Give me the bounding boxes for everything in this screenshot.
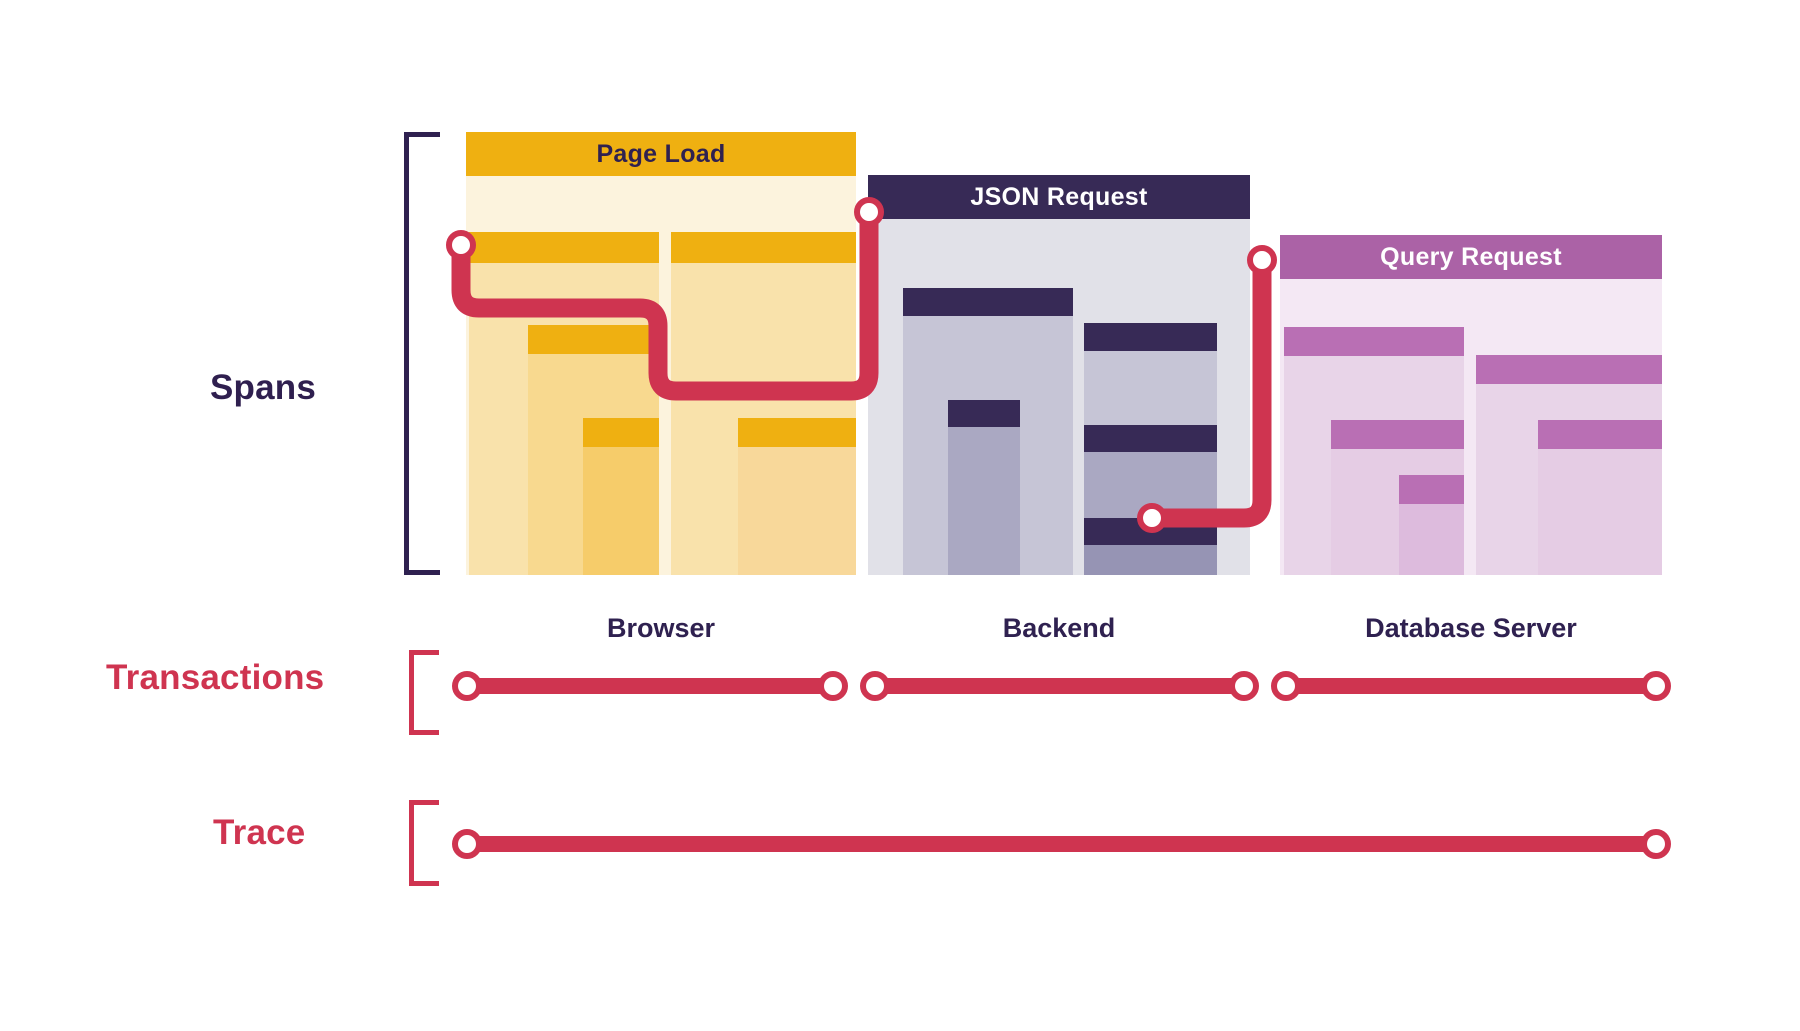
browser-span-4-cap xyxy=(671,232,856,263)
backend-span-1-cap xyxy=(903,288,1073,316)
column-caption-backend: Backend xyxy=(1002,613,1116,643)
database-group-header-label: Query Request xyxy=(1380,242,1562,271)
transaction-node-database-start[interactable] xyxy=(1271,671,1301,701)
bracket-trace xyxy=(409,800,439,886)
transaction-node-browser-end[interactable] xyxy=(818,671,848,701)
span-group-browser: Page Load xyxy=(466,132,856,575)
transaction-node-backend-end[interactable] xyxy=(1229,671,1259,701)
browser-span-1-cap xyxy=(469,232,659,263)
column-caption-database: Database Server xyxy=(1365,613,1577,643)
connector-node-backend-exit[interactable] xyxy=(1137,503,1167,533)
bracket-transactions xyxy=(409,650,439,735)
database-span-3-cap xyxy=(1399,475,1464,504)
browser-span-3-cap xyxy=(583,418,659,447)
trace-node-start[interactable] xyxy=(452,829,482,859)
transaction-segment-database[interactable] xyxy=(1283,678,1663,694)
transaction-segment-browser[interactable] xyxy=(460,678,840,694)
backend-span-2-cap xyxy=(948,400,1020,427)
backend-group-header[interactable]: JSON Request xyxy=(868,175,1250,219)
span-group-database: Query Request xyxy=(1280,235,1662,575)
transaction-node-browser-start[interactable] xyxy=(452,671,482,701)
browser-group-header-label: Page Load xyxy=(596,139,726,168)
span-group-backend: JSON Request xyxy=(868,175,1250,575)
backend-group-header-label: JSON Request xyxy=(970,182,1148,211)
backend-span-4-cap xyxy=(1084,425,1217,452)
browser-group-header[interactable]: Page Load xyxy=(466,132,856,176)
database-span-5-cap xyxy=(1538,420,1662,449)
browser-span-5-cap xyxy=(738,418,856,447)
transaction-node-backend-start[interactable] xyxy=(860,671,890,701)
transaction-node-database-end[interactable] xyxy=(1641,671,1671,701)
database-span-4-cap xyxy=(1476,355,1662,384)
browser-span-5[interactable] xyxy=(738,418,856,575)
row-label-spans: Spans xyxy=(210,368,317,407)
database-span-2-cap xyxy=(1331,420,1464,449)
bracket-spans xyxy=(404,132,440,575)
backend-span-3-cap xyxy=(1084,323,1217,351)
connector-node-browser-start[interactable] xyxy=(446,230,476,260)
trace-node-end[interactable] xyxy=(1641,829,1671,859)
database-group-header[interactable]: Query Request xyxy=(1280,235,1662,279)
row-label-transactions: Transactions xyxy=(106,658,325,697)
backend-span-2[interactable] xyxy=(948,400,1020,575)
row-label-trace: Trace xyxy=(213,813,306,852)
database-span-5[interactable] xyxy=(1538,420,1662,575)
browser-span-3[interactable] xyxy=(583,418,659,575)
trace-segment[interactable] xyxy=(460,836,1656,852)
browser-span-2-cap xyxy=(528,325,659,354)
database-span-3[interactable] xyxy=(1399,475,1464,575)
transaction-segment-backend[interactable] xyxy=(873,678,1251,694)
database-span-1-cap xyxy=(1284,327,1464,356)
connector-node-database-entry[interactable] xyxy=(1247,245,1277,275)
connector-node-backend-entry[interactable] xyxy=(854,197,884,227)
column-caption-browser: Browser xyxy=(606,613,716,643)
